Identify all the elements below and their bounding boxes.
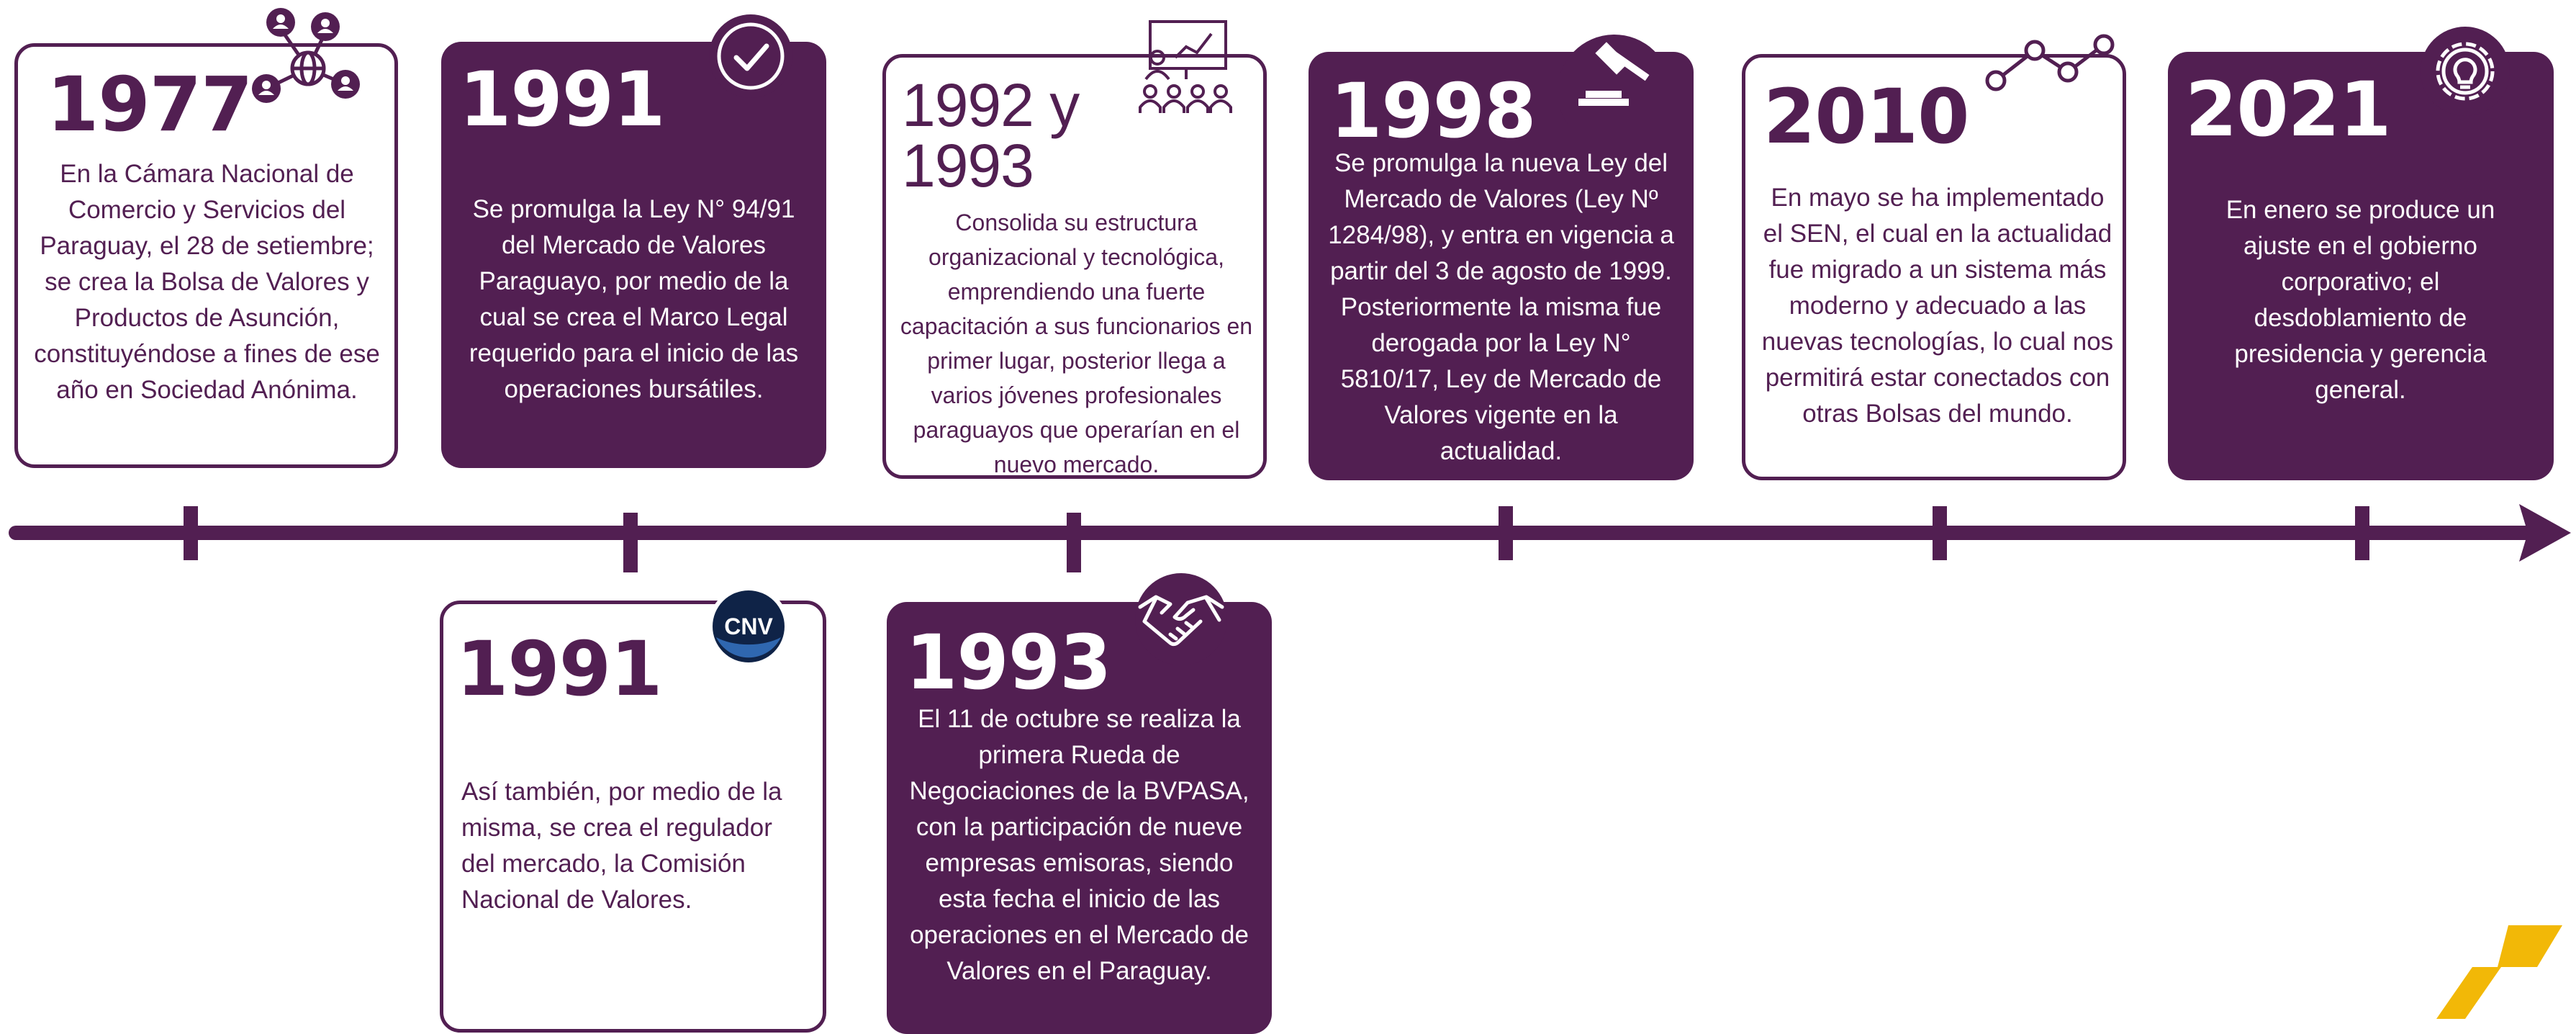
event-year: 1993 — [905, 619, 1111, 706]
event-year: 1991 — [459, 55, 665, 143]
line-graph-icon — [1983, 29, 2116, 94]
event-year: 1998 — [1330, 67, 1536, 155]
network-people-icon — [245, 4, 371, 104]
brand-logo-icon — [2436, 925, 2562, 1019]
event-description: En la Cámara Nacional de Comercio y Serv… — [34, 160, 380, 404]
presentation-icon — [1136, 18, 1235, 119]
event-description: Se promulga la Ley N° 94/91 del Mercado … — [469, 195, 799, 403]
cnv-logo-icon: CNV — [708, 585, 790, 668]
event-description: Se promulga la nueva Ley del Mercado de … — [1328, 149, 1674, 465]
event-card-1993: 1993 El 11 de octubre se realiza la prim… — [887, 602, 1272, 1034]
event-card-1992-1993: 1992 y 1993 Consolida su estructura orga… — [882, 54, 1267, 479]
event-card-1991-cnv: 1991 Así también, por medio de la misma,… — [440, 601, 826, 1033]
event-description: En enero se produce un ajuste en el gobi… — [2225, 196, 2495, 404]
event-card-2010: 2010 En mayo se ha implementado el SEN, … — [1742, 54, 2126, 480]
event-card-1991-ley: 1991 Se promulga la Ley N° 94/91 del Mer… — [441, 42, 826, 468]
event-description: Consolida su estructura organizacional y… — [900, 210, 1253, 477]
timeline-arrowhead — [2519, 504, 2571, 562]
event-year: 1977 — [47, 60, 253, 148]
check-circle-icon — [708, 13, 794, 99]
event-card-2021: 2021 En enero se produce un ajuste en el… — [2168, 52, 2554, 480]
event-year: 2021 — [2185, 66, 2391, 153]
gavel-icon — [1560, 30, 1668, 124]
cnv-logo-text: CNV — [724, 613, 773, 639]
handshake-icon — [1127, 565, 1235, 666]
event-description: El 11 de octubre se realiza la primera R… — [909, 705, 1249, 985]
event-year: 2010 — [1763, 73, 1969, 161]
event-card-1977: 1977 En la Cámara Nacional de Comercio y… — [14, 43, 398, 468]
lightbulb-gear-icon — [2418, 24, 2512, 118]
event-description: Así también, por medio de la misma, se c… — [461, 778, 782, 914]
event-description: En mayo se ha implementado el SEN, el cu… — [1761, 184, 2114, 428]
event-year: 1991 — [456, 625, 662, 713]
event-year: 1992 y 1993 — [902, 71, 1080, 199]
